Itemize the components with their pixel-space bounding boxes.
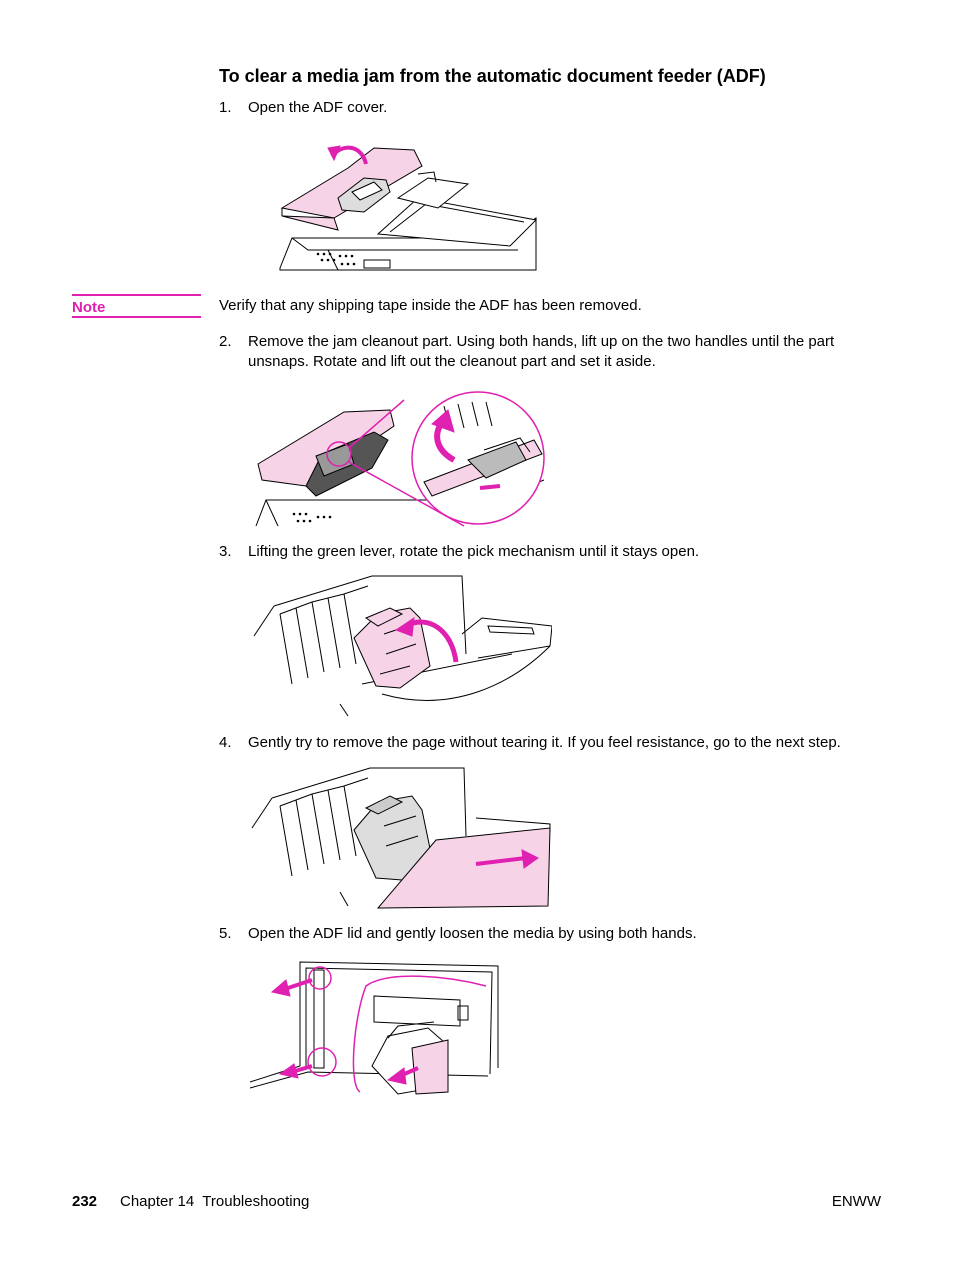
step-4: 4. Gently try to remove the page without… [219,733,919,753]
chapter-label: Chapter 14 Troubleshooting [120,1193,310,1210]
figure-rotate-pick-mechanism [252,574,552,720]
figure-remove-page [250,766,552,910]
note-text: Verify that any shipping tape inside the… [219,297,642,314]
figure-remove-cleanout-part [254,390,548,528]
step-number: 5. [219,925,232,942]
step-text: Lifting the green lever, rotate the pick… [248,543,700,560]
step-number: 4. [219,734,232,751]
step-text: Open the ADF lid and gently loosen the m… [248,925,697,942]
step-5: 5. Open the ADF lid and gently loosen th… [219,924,899,944]
figure-loosen-media [248,956,510,1104]
step-3: 3. Lifting the green lever, rotate the p… [219,542,899,562]
step-number: 2. [219,333,232,350]
step-1: 1. Open the ADF cover. [219,98,899,118]
page-number: 232 [72,1193,98,1210]
section-title: To clear a media jam from the automatic … [219,66,766,86]
note-label-text: Note [72,299,106,316]
figure-open-adf-cover [278,138,540,278]
step-number: 1. [219,99,232,116]
step-text: Open the ADF cover. [248,99,388,116]
step-2: 2. Remove the jam cleanout part. Using b… [219,332,899,372]
step-text: Remove the jam cleanout part. Using both… [248,333,835,370]
footer-right-label: ENWW [831,1193,881,1210]
note-label: Note [72,294,201,318]
step-number: 3. [219,543,232,560]
step-text: Gently try to remove the page without te… [248,734,841,751]
